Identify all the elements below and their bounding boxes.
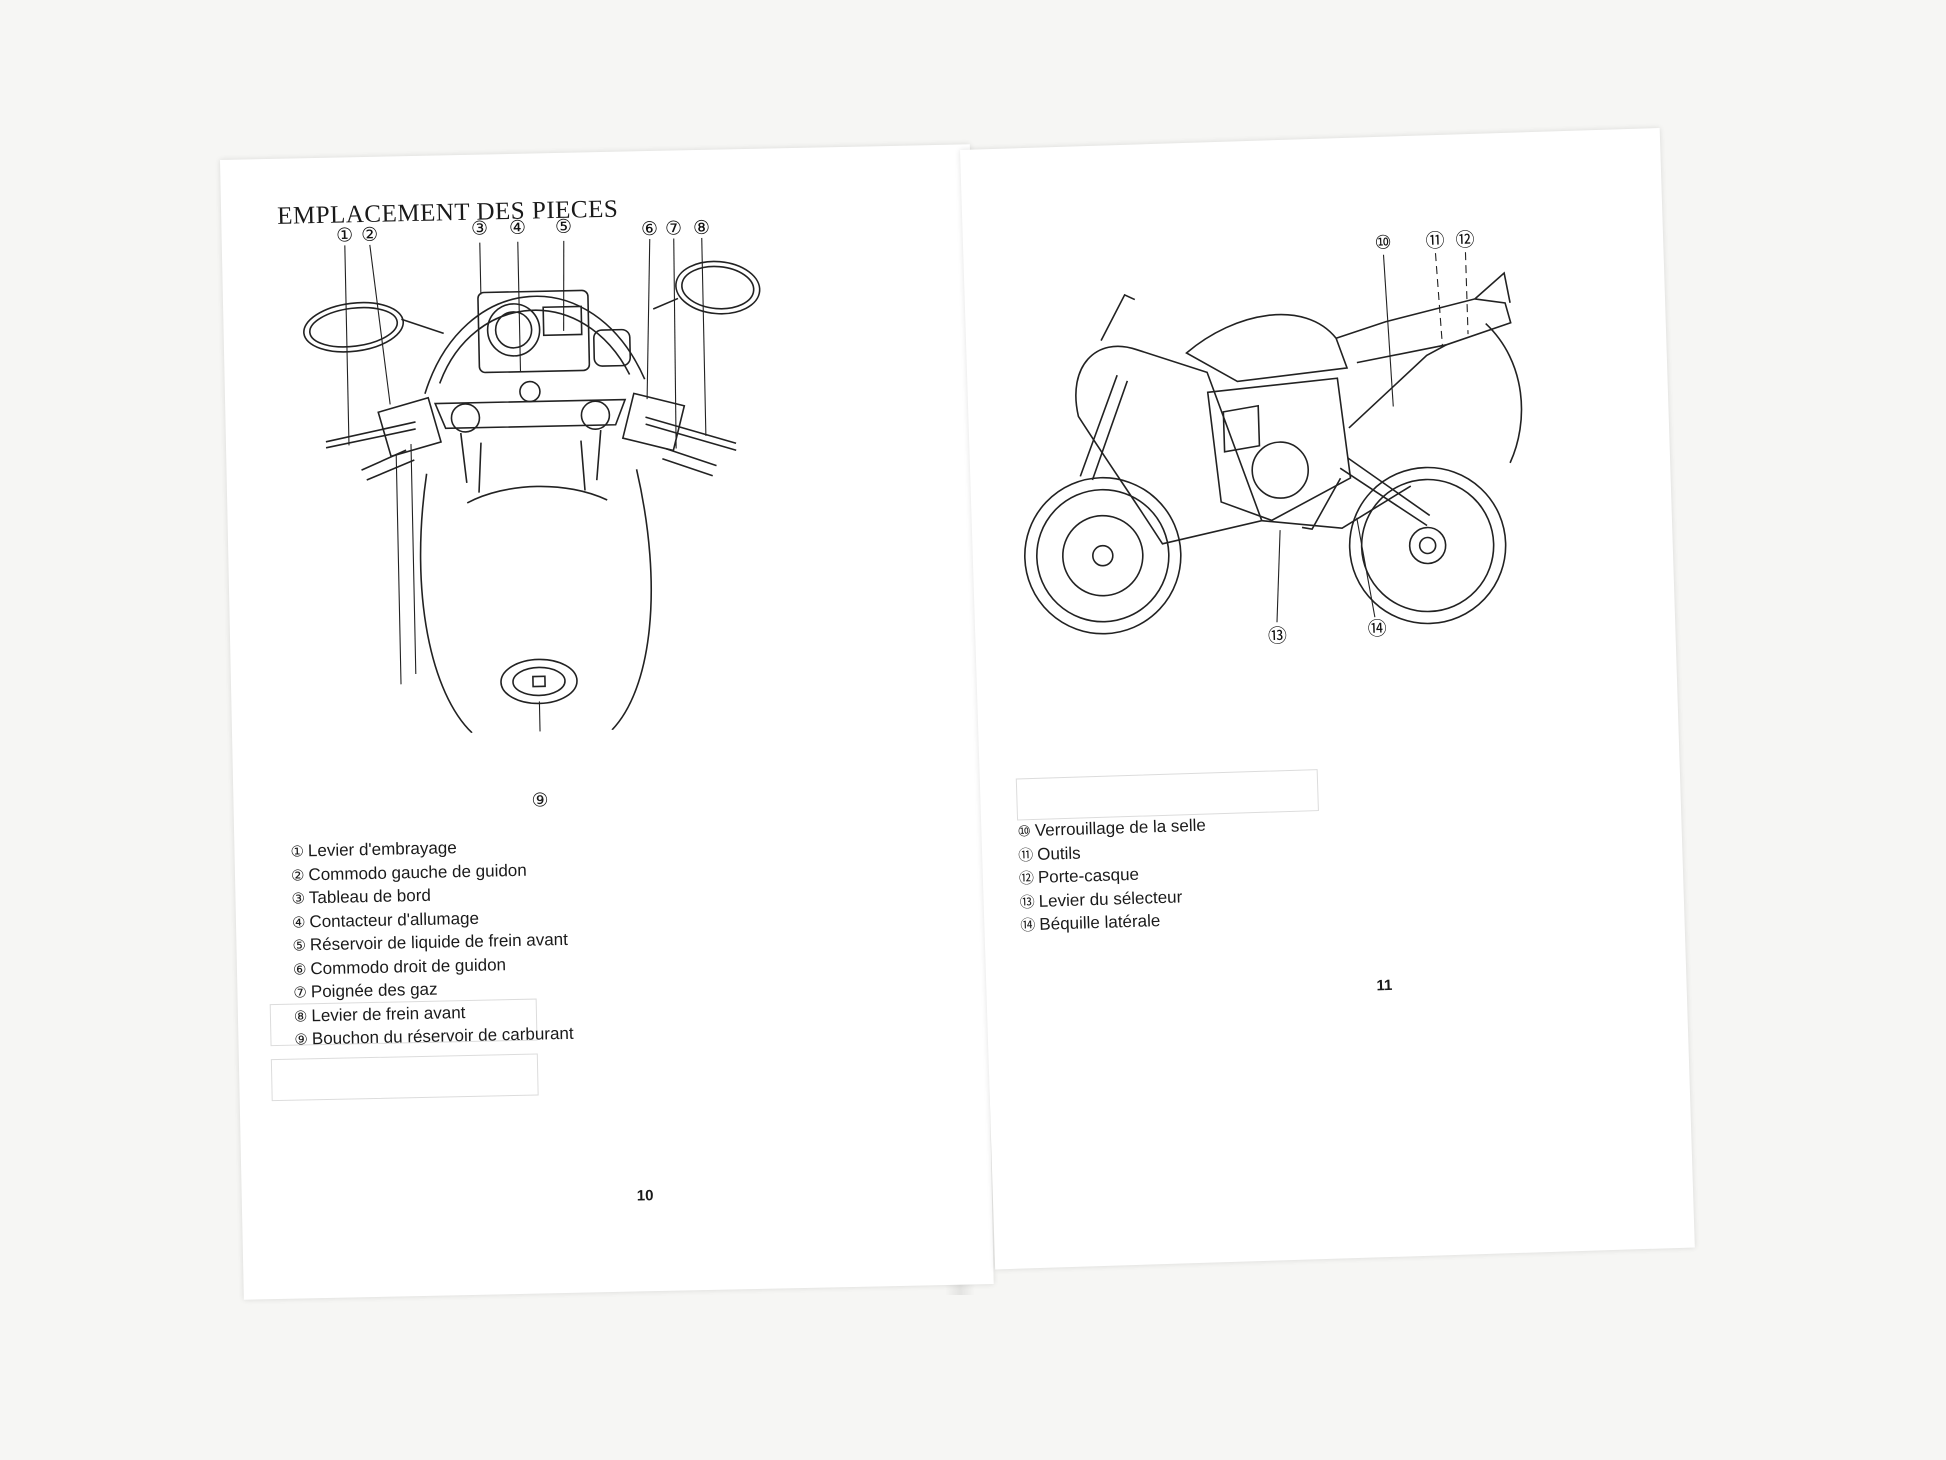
handlebar-diagram: ① ② ③ ④ ⑤ ⑥ ⑦ ⑧	[303, 217, 761, 738]
motorcycle-side-diagram: ⑩ ⑪ ⑫ ⑬ ⑭	[1024, 229, 1523, 648]
callout-9: ⑨	[531, 790, 549, 812]
show-through-box	[1015, 769, 1319, 821]
page-number: 10	[636, 1187, 654, 1205]
callout-11: ⑪	[1425, 230, 1445, 253]
callout-10: ⑩	[1374, 232, 1392, 254]
callout-6: ⑥	[641, 219, 658, 240]
callout-5: ⑤	[555, 217, 572, 238]
callout-4: ④	[509, 218, 526, 239]
callout-13: ⑬	[1268, 625, 1288, 648]
callout-1: ①	[336, 225, 353, 246]
callout-2: ②	[361, 225, 378, 246]
page-number: 11	[1376, 976, 1393, 995]
page-left: EMPLACEMENT DES PIECES	[220, 144, 994, 1300]
callout-8: ⑧	[693, 218, 710, 239]
callout-12: ⑫	[1455, 229, 1475, 252]
callout-7: ⑦	[665, 218, 682, 239]
callout-3: ③	[471, 218, 488, 239]
callout-14: ⑭	[1367, 618, 1387, 641]
show-through-box	[270, 1053, 539, 1102]
